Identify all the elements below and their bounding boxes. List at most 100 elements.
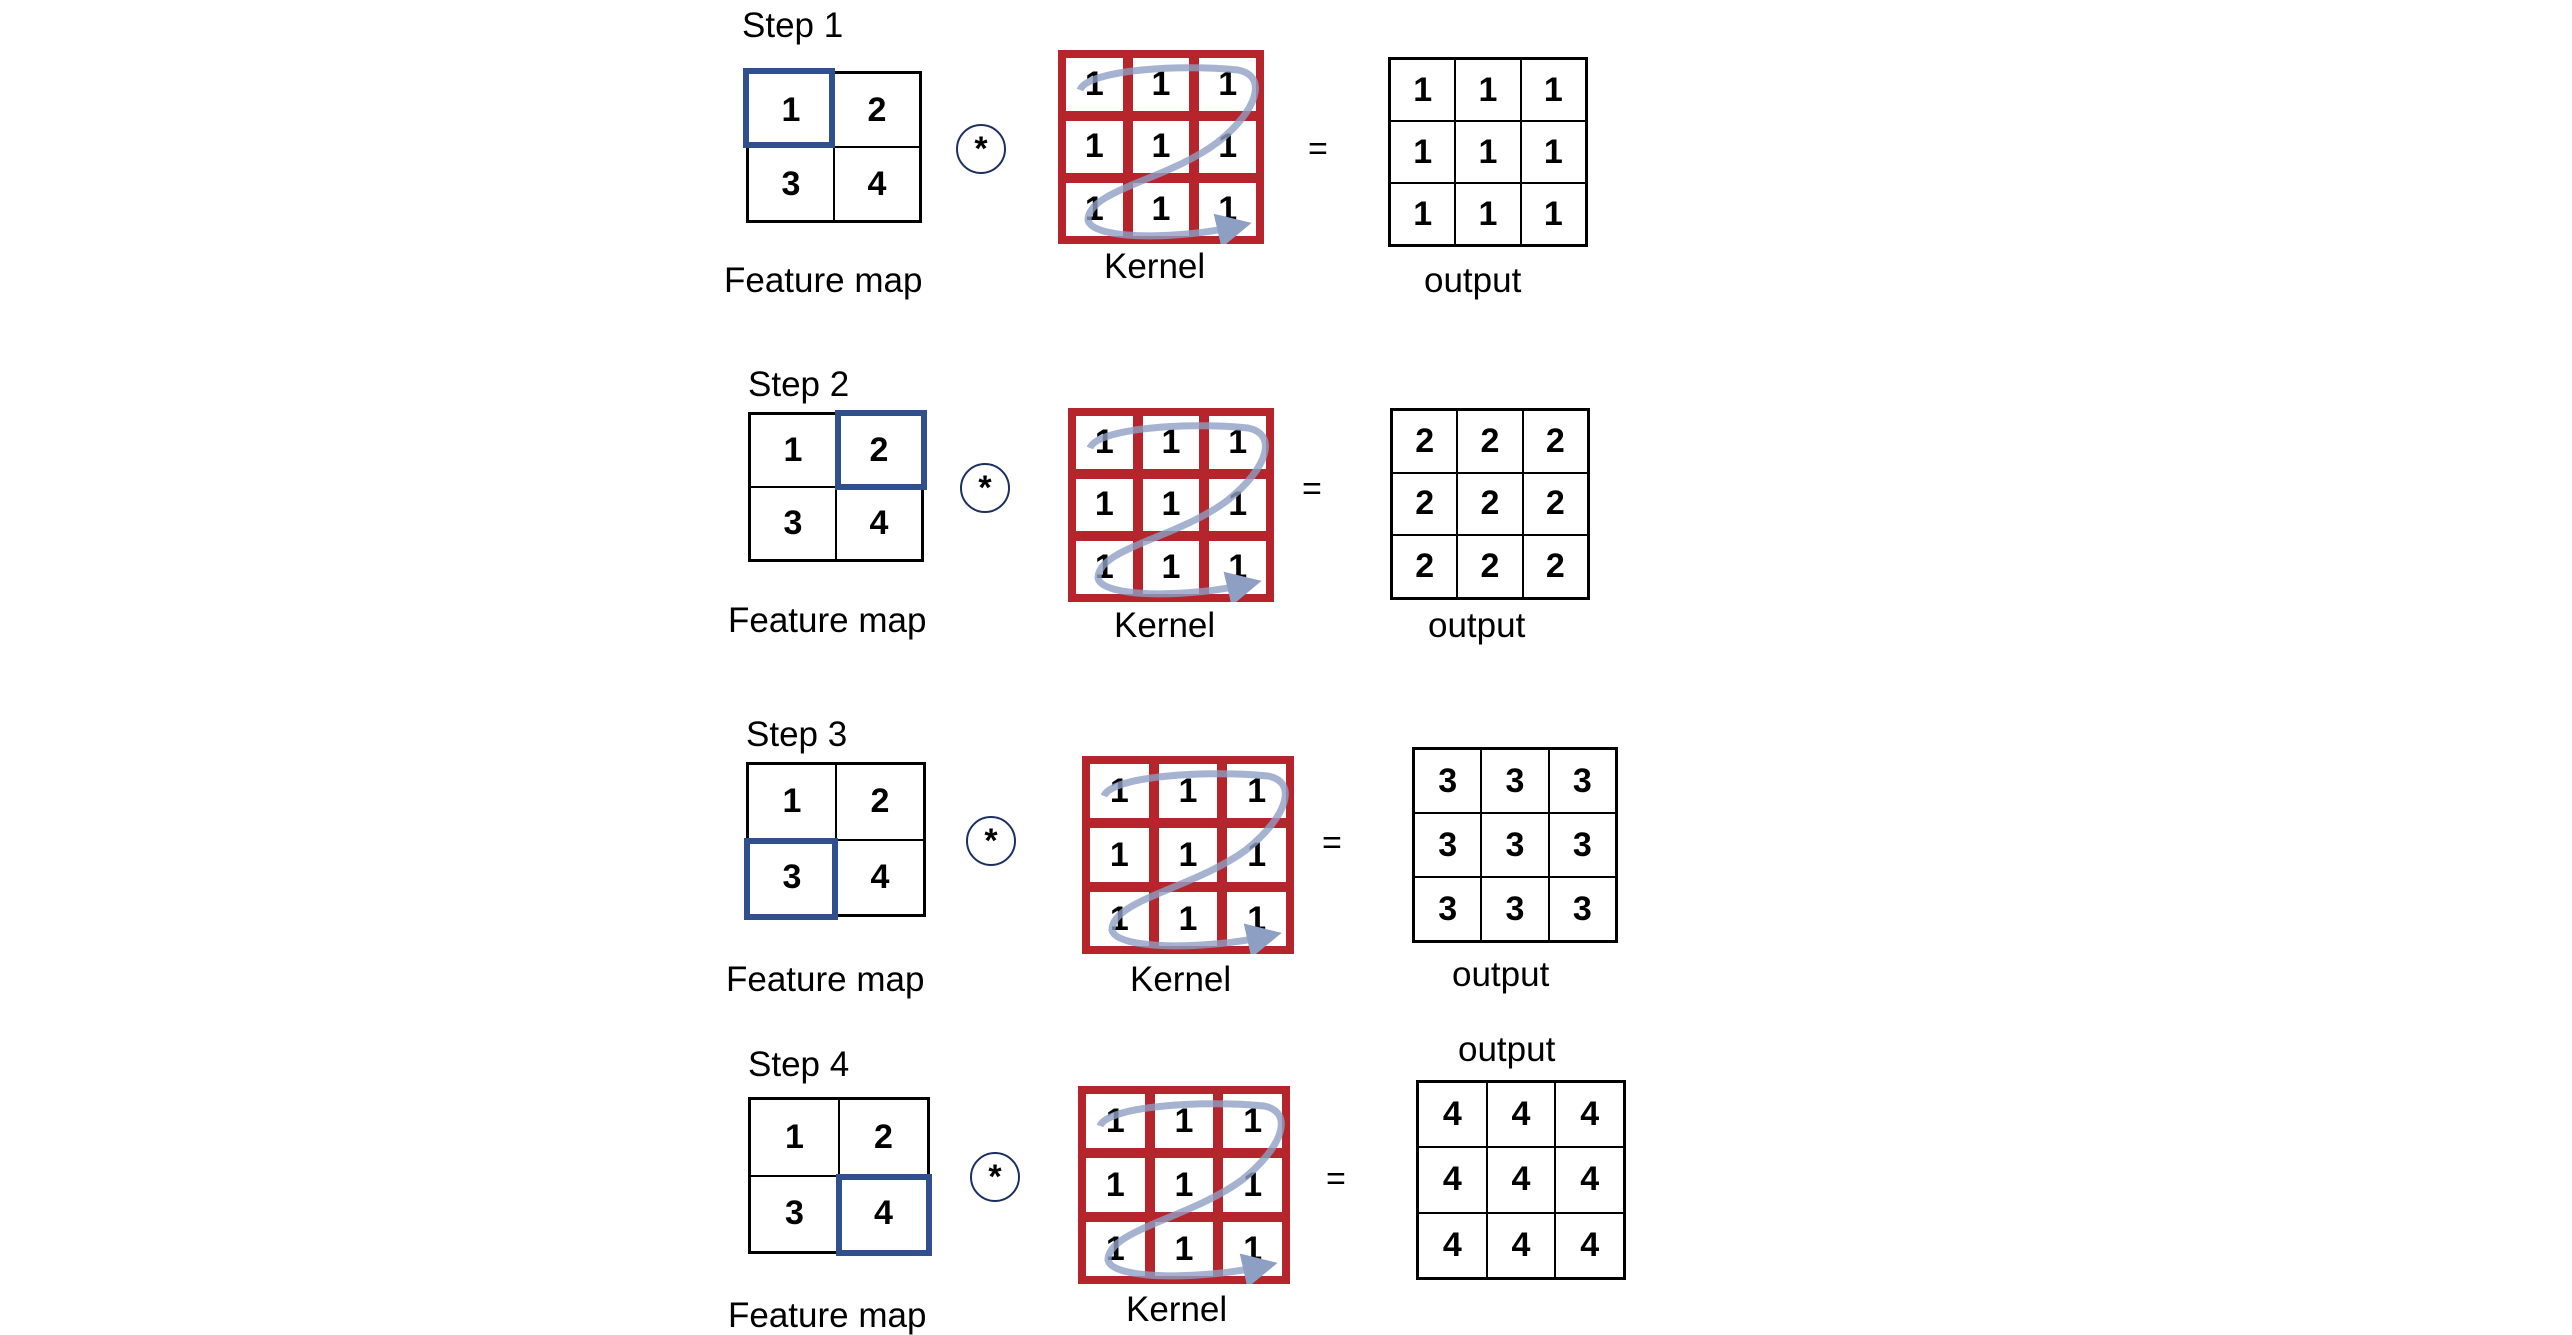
feature-map-cell: 2 [836,764,924,840]
output-cell: 3 [1548,813,1616,877]
output-cell: 4 [1418,1212,1487,1278]
feature-map-cell: 3 [748,147,834,221]
output-cell: 3 [1414,749,1482,813]
feature-map-grid: 1 2 3 4 [748,412,924,562]
kernel-cell: 1 [1137,411,1205,474]
output-cell: 3 [1481,813,1549,877]
kernel-cell: 1 [1222,823,1291,887]
kernel-cell: 1 [1149,1089,1219,1153]
output-grid: 1 1 1 1 1 1 1 1 1 [1388,57,1588,247]
kernel-cell: 1 [1071,473,1138,537]
output-cell: 2 [1392,410,1458,473]
step-title: Step 1 [742,6,844,45]
equals-sign: = [1326,1160,1346,1198]
kernel-cell: 1 [1218,1089,1287,1153]
feature-map-label: Feature map [728,601,927,640]
kernel-cell: 1 [1218,1153,1287,1217]
output-cell: 1 [1455,59,1521,121]
feature-map-cell: 1 [750,414,836,487]
output-cell: 2 [1392,535,1458,598]
output-grid: 4 4 4 4 4 4 4 4 4 [1416,1080,1626,1280]
kernel-cell: 1 [1204,536,1271,599]
kernel-grid: 1 1 1 1 1 1 1 1 1 [1058,50,1264,244]
feature-map-cell: 2 [836,414,922,487]
kernel-cell: 1 [1153,823,1223,887]
feature-map-cell: 3 [750,1175,839,1252]
kernel-cell: 1 [1081,1217,1150,1281]
feature-map-cell: 1 [748,73,834,147]
kernel-cell: 1 [1194,115,1261,179]
output-label: output [1428,606,1526,645]
kernel-cell: 1 [1085,887,1154,951]
convolution-operator-icon: * [970,1152,1020,1202]
kernel-cell: 1 [1061,178,1128,241]
kernel-cell: 1 [1149,1217,1219,1281]
output-cell: 2 [1522,410,1588,473]
output-cell: 3 [1414,813,1482,877]
output-cell: 4 [1418,1147,1487,1213]
feature-map-cell: 2 [834,73,920,147]
output-cell: 2 [1457,410,1523,473]
kernel-cell: 1 [1061,115,1128,179]
output-grid: 3 3 3 3 3 3 3 3 3 [1412,747,1618,943]
kernel-cell: 1 [1222,759,1291,823]
feature-map-cell: 1 [748,764,836,840]
step-title: Step 2 [748,365,850,404]
feature-map-grid: 1 2 3 4 [746,762,926,917]
output-cell: 4 [1486,1147,1556,1213]
kernel-label: Kernel [1130,960,1232,999]
output-cell: 2 [1457,472,1523,536]
feature-map-cell: 4 [836,487,922,560]
step-title: Step 3 [746,715,848,754]
kernel-cell: 1 [1071,411,1138,474]
kernel-cell: 1 [1222,887,1291,951]
output-cell: 2 [1522,472,1588,536]
kernel-cell: 1 [1153,759,1223,823]
step-title: Step 4 [748,1045,850,1084]
output-cell: 1 [1390,59,1456,121]
kernel-cell: 1 [1194,178,1261,241]
kernel-cell: 1 [1081,1089,1150,1153]
output-cell: 4 [1418,1082,1487,1148]
output-cell: 1 [1520,121,1586,183]
feature-map-label: Feature map [726,960,925,999]
output-cell: 1 [1520,183,1586,245]
output-cell: 4 [1555,1147,1624,1213]
output-label: output [1452,955,1550,994]
convolution-operator-icon: * [960,463,1010,513]
convolution-operator-icon: * [966,816,1016,866]
output-cell: 4 [1555,1212,1624,1278]
feature-map-grid: 1 2 3 4 [746,71,922,223]
output-cell: 4 [1486,1212,1556,1278]
output-cell: 4 [1555,1082,1624,1148]
output-cell: 2 [1392,472,1458,536]
feature-map-cell: 4 [836,839,924,915]
equals-sign: = [1322,824,1342,862]
kernel-cell: 1 [1071,536,1138,599]
output-cell: 3 [1481,749,1549,813]
output-cell: 3 [1548,749,1616,813]
output-cell: 1 [1455,121,1521,183]
kernel-label: Kernel [1114,606,1216,645]
feature-map-cell: 3 [750,487,836,560]
kernel-cell: 1 [1204,411,1271,474]
kernel-cell: 1 [1204,473,1271,537]
output-cell: 1 [1520,59,1586,121]
feature-map-cell: 1 [750,1099,839,1176]
output-cell: 1 [1455,183,1521,245]
feature-map-cell: 4 [834,147,920,221]
output-grid: 2 2 2 2 2 2 2 2 2 [1390,408,1590,600]
output-cell: 1 [1390,121,1456,183]
kernel-cell: 1 [1137,536,1205,599]
kernel-cell: 1 [1153,887,1223,951]
output-cell: 2 [1457,535,1523,598]
equals-sign: = [1302,470,1322,508]
output-cell: 1 [1390,183,1456,245]
kernel-cell: 1 [1127,53,1195,116]
kernel-cell: 1 [1061,53,1128,116]
feature-map-label: Feature map [724,261,923,300]
kernel-grid: 1 1 1 1 1 1 1 1 1 [1078,1086,1290,1284]
output-cell: 4 [1486,1082,1556,1148]
kernel-cell: 1 [1127,178,1195,241]
feature-map-label: Feature map [728,1296,927,1335]
